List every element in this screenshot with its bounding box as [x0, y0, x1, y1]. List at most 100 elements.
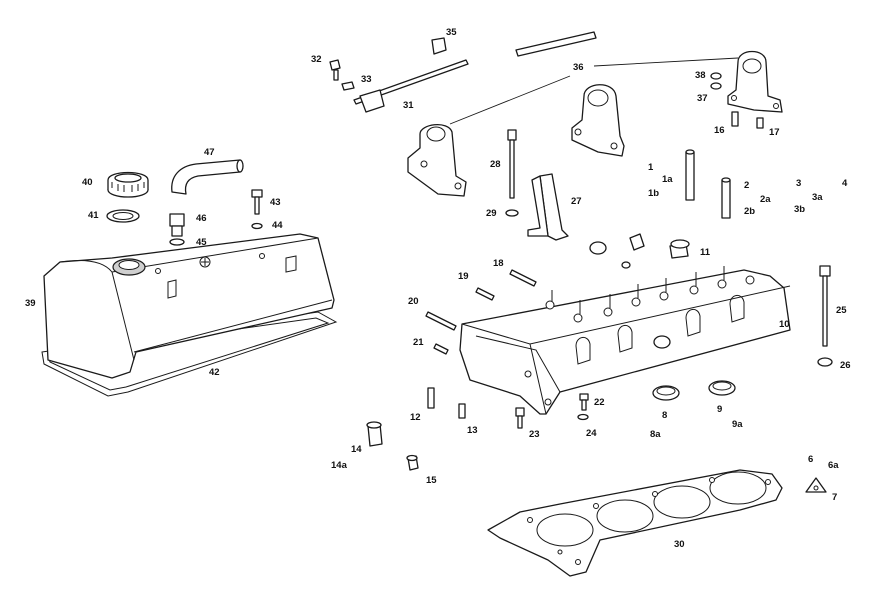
callout-3: 3: [796, 178, 801, 189]
callout-13: 13: [467, 425, 478, 436]
rocker-pedestal-right: [727, 50, 783, 113]
callout-39: 39: [25, 298, 36, 309]
callout-1b: 1b: [648, 188, 659, 199]
callout-42: 42: [209, 367, 220, 378]
washer-29: [505, 209, 519, 217]
callout-20: 20: [408, 296, 419, 307]
callout-31: 31: [403, 100, 414, 111]
rocker-shaft: [353, 31, 597, 113]
cover-bolt: [251, 189, 263, 230]
pedestal-bolt-28: [507, 129, 517, 199]
valve-guide-2: [721, 177, 731, 219]
callout-4: 4: [842, 178, 848, 189]
callout-36: 36: [573, 62, 584, 73]
shaft-bolt: [329, 59, 355, 91]
callout-10: 10: [779, 319, 790, 330]
callout-1: 1: [648, 162, 654, 173]
dowel-16: [731, 111, 739, 127]
callout-21: 21: [413, 337, 424, 348]
callout-3b: 3b: [794, 204, 805, 215]
callout-8a: 8a: [650, 429, 661, 440]
oil-filler-cap: [107, 171, 149, 198]
leader-lines: [449, 57, 739, 125]
callout-14: 14: [351, 444, 362, 455]
callout-14a: 14a: [331, 460, 348, 471]
callout-1a: 1a: [662, 174, 673, 185]
callout-26: 26: [840, 360, 851, 371]
stud-19: [475, 287, 495, 301]
sealing-disc-6: [805, 477, 827, 493]
callout-45: 45: [196, 237, 207, 248]
breather-fitting: [169, 213, 185, 246]
callout-25: 25: [836, 305, 847, 316]
callout-15: 15: [426, 475, 437, 486]
callout-17: 17: [769, 127, 780, 138]
callout-7: 7: [832, 492, 837, 503]
dowel-13: [458, 403, 466, 419]
callout-9a: 9a: [732, 419, 743, 430]
shaft-clip: [431, 37, 447, 55]
washer-26: [817, 357, 833, 367]
callout-30: 30: [674, 539, 685, 550]
head-gasket: [487, 469, 783, 577]
washer-24: [577, 413, 589, 421]
callout-16: 16: [714, 125, 725, 136]
seal-ring-8: [652, 385, 680, 401]
callout-24: 24: [586, 428, 597, 439]
bracket-27: [527, 173, 569, 241]
stud-20: [425, 311, 457, 331]
callout-18: 18: [493, 258, 504, 269]
rocker-pedestal-left: [407, 124, 467, 197]
dowel-12: [427, 387, 435, 409]
rocker-cover-gasket: [41, 311, 338, 397]
callout-11: 11: [700, 247, 711, 258]
rocker-pedestal-middle: [571, 84, 625, 157]
callout-2a: 2a: [760, 194, 771, 205]
rocker-cover: [43, 233, 335, 379]
callout-8: 8: [662, 410, 667, 421]
callout-2b: 2b: [744, 206, 755, 217]
callout-23: 23: [529, 429, 540, 440]
pedestal-nut-37: [710, 82, 722, 90]
callout-40: 40: [82, 177, 93, 188]
callout-41: 41: [88, 210, 99, 221]
callout-3a: 3a: [812, 192, 823, 203]
callout-27: 27: [571, 196, 582, 207]
callout-43: 43: [270, 197, 281, 208]
callout-32: 32: [311, 54, 322, 65]
stud-18: [509, 269, 537, 287]
callout-labels: 1 1a 1b 2 2a 2b 3 3a 3b 4 6 6a 7 8 8a 9 …: [25, 27, 851, 550]
breather-hose: [171, 159, 244, 195]
bolt-23: [515, 407, 525, 429]
callout-12: 12: [410, 412, 421, 423]
seal-ring-9: [708, 380, 736, 396]
dowel-17: [756, 117, 764, 129]
head-bolt-25: [819, 265, 831, 347]
valve-guide-1: [685, 149, 695, 201]
plug-screw-11: [669, 239, 690, 259]
callout-44: 44: [272, 220, 283, 231]
plug-14: [366, 421, 383, 447]
cap-seal-ring: [106, 209, 140, 223]
callout-9: 9: [717, 404, 722, 415]
small-plug: [589, 233, 645, 269]
callout-35: 35: [446, 27, 457, 38]
callout-38: 38: [695, 70, 706, 81]
callout-33: 33: [361, 74, 372, 85]
callout-37: 37: [697, 93, 708, 104]
callout-22: 22: [594, 397, 605, 408]
callout-2: 2: [744, 180, 749, 191]
screw-22: [579, 393, 589, 411]
plug-15: [406, 454, 419, 471]
callout-19: 19: [458, 271, 469, 282]
callout-46: 46: [196, 213, 207, 224]
callout-6: 6: [808, 454, 813, 465]
callout-6a: 6a: [828, 460, 839, 471]
callout-29: 29: [486, 208, 497, 219]
pedestal-washer-38: [710, 72, 722, 80]
callout-28: 28: [490, 159, 501, 170]
cylinder-head: [459, 266, 791, 415]
callout-47: 47: [204, 147, 215, 158]
stud-21: [433, 343, 449, 355]
